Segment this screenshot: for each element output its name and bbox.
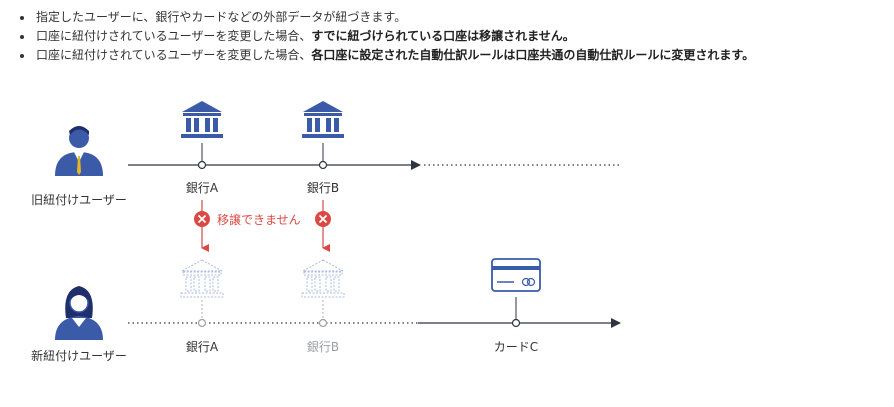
x-circle-icon <box>315 211 331 227</box>
timeline-node <box>197 318 207 328</box>
notes-list: 指定したユーザーに、銀行やカードなどの外部データが紐づきます。 口座に紐付けされ… <box>14 8 754 65</box>
new-bank-b-label: 銀行B <box>307 340 339 354</box>
note-item: 口座に紐付けされているユーザーを変更した場合、各口座に設定された自動仕訳ルールは… <box>14 46 754 65</box>
male-user-icon <box>55 126 103 176</box>
bank-icon <box>181 101 223 138</box>
new-bank-a-label: 銀行A <box>186 340 219 354</box>
bank-outline-icon <box>180 259 224 298</box>
card-c-label: カードC <box>494 340 538 354</box>
timeline-node <box>197 160 207 170</box>
timeline-node <box>318 160 328 170</box>
old-user-label: 旧紐付けユーザー <box>31 193 127 207</box>
transfer-blocked-label: 移譲できません <box>217 212 301 227</box>
credit-card-icon <box>491 258 541 292</box>
old-bank-b-label: 銀行B <box>307 181 339 195</box>
old-bank-a-label: 銀行A <box>186 181 219 195</box>
bank-outline-icon <box>301 259 345 298</box>
new-user-label: 新紐付けユーザー <box>31 348 127 363</box>
timeline-node <box>511 318 521 328</box>
note-item: 指定したユーザーに、銀行やカードなどの外部データが紐づきます。 <box>14 8 754 27</box>
x-circle-icon <box>194 211 210 227</box>
female-user-icon <box>55 286 103 340</box>
note-item: 口座に紐付けされているユーザーを変更した場合、すでに紐づけられている口座は移譲さ… <box>14 27 754 46</box>
bank-icon <box>302 101 344 138</box>
timeline-node <box>318 318 328 328</box>
